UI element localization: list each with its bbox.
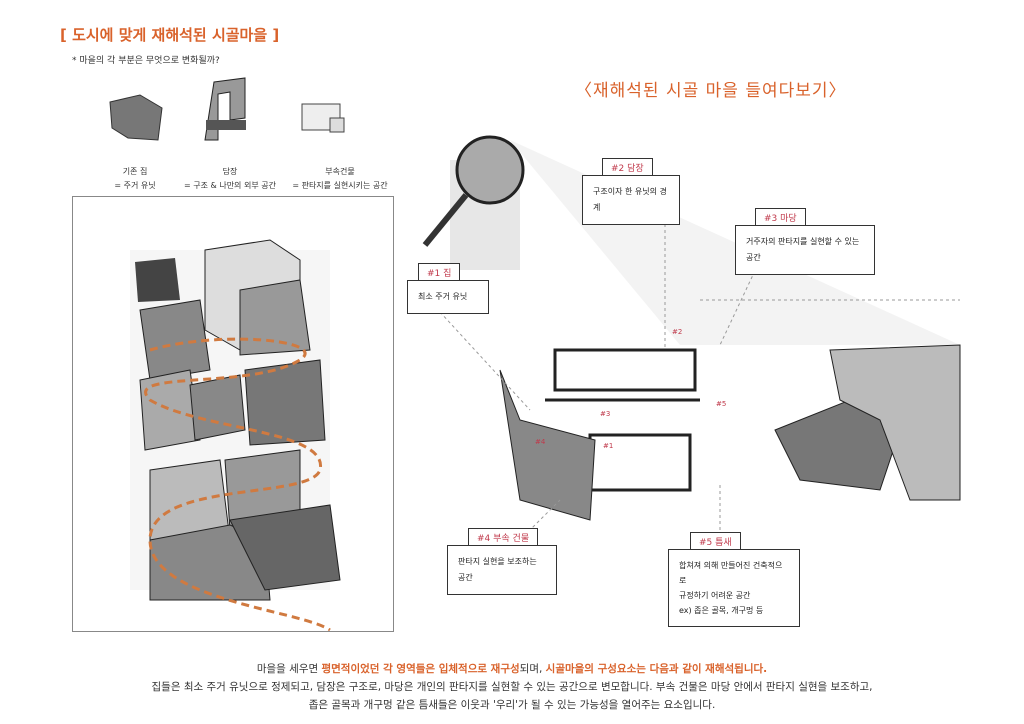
legend-desc: = 주거 유닛: [114, 181, 156, 190]
marker-4: #4: [535, 438, 546, 446]
marker-3: #3: [600, 410, 611, 418]
callout-box-1: 최소 주거 유닛: [407, 280, 489, 314]
village-tower-illustration: [130, 239, 341, 632]
footer-text: 마을을 세우면 평면적이었던 각 영역들은 입체적으로 재구성되며, 시골마을의…: [151, 663, 873, 711]
callout-box-3: 거주자의 판타지를 실현할 수 있는 공간: [735, 225, 875, 275]
annex-icon: [301, 103, 345, 133]
tower-frame: [72, 196, 394, 632]
perspective-drawing: [774, 344, 961, 501]
marker-5: #5: [716, 400, 727, 408]
legend-name: 담장: [222, 167, 238, 176]
subtitle: * 마을의 각 부분은 무엇으로 변화될까?: [72, 56, 220, 66]
wall-icon: [204, 77, 246, 141]
legend-wall: 담장 = 구조 & 나만의 외부 공간: [180, 165, 280, 193]
callout-box-4: 판타지 실현을 보조하는 공간: [447, 545, 557, 595]
legend-desc: = 구조 & 나만의 외부 공간: [184, 181, 276, 190]
callout-box-2: 구조이자 한 유닛의 경계: [582, 175, 680, 225]
leader-lines: [439, 200, 960, 541]
page-title: [ 도시에 맞게 재해석된 시골마을 ]: [60, 26, 280, 44]
legend-annex: 부속건물 = 판타지를 실현시키는 공간: [285, 165, 395, 193]
magnifier-icon: [422, 135, 960, 345]
legend-name: 부속건물: [325, 167, 355, 176]
legend-name: 기존 집: [122, 167, 148, 176]
house-unit-icon: [109, 94, 163, 141]
section-title: 〈재해석된 시골 마을 들여다보기〉: [575, 81, 847, 101]
legend-desc: = 판타지를 실현시키는 공간: [292, 181, 388, 190]
marker-1: #1: [603, 442, 614, 450]
section-drawing: [499, 348, 700, 521]
marker-2: #2: [672, 328, 683, 336]
legend-house: 기존 집 = 주거 유닛: [95, 165, 175, 193]
